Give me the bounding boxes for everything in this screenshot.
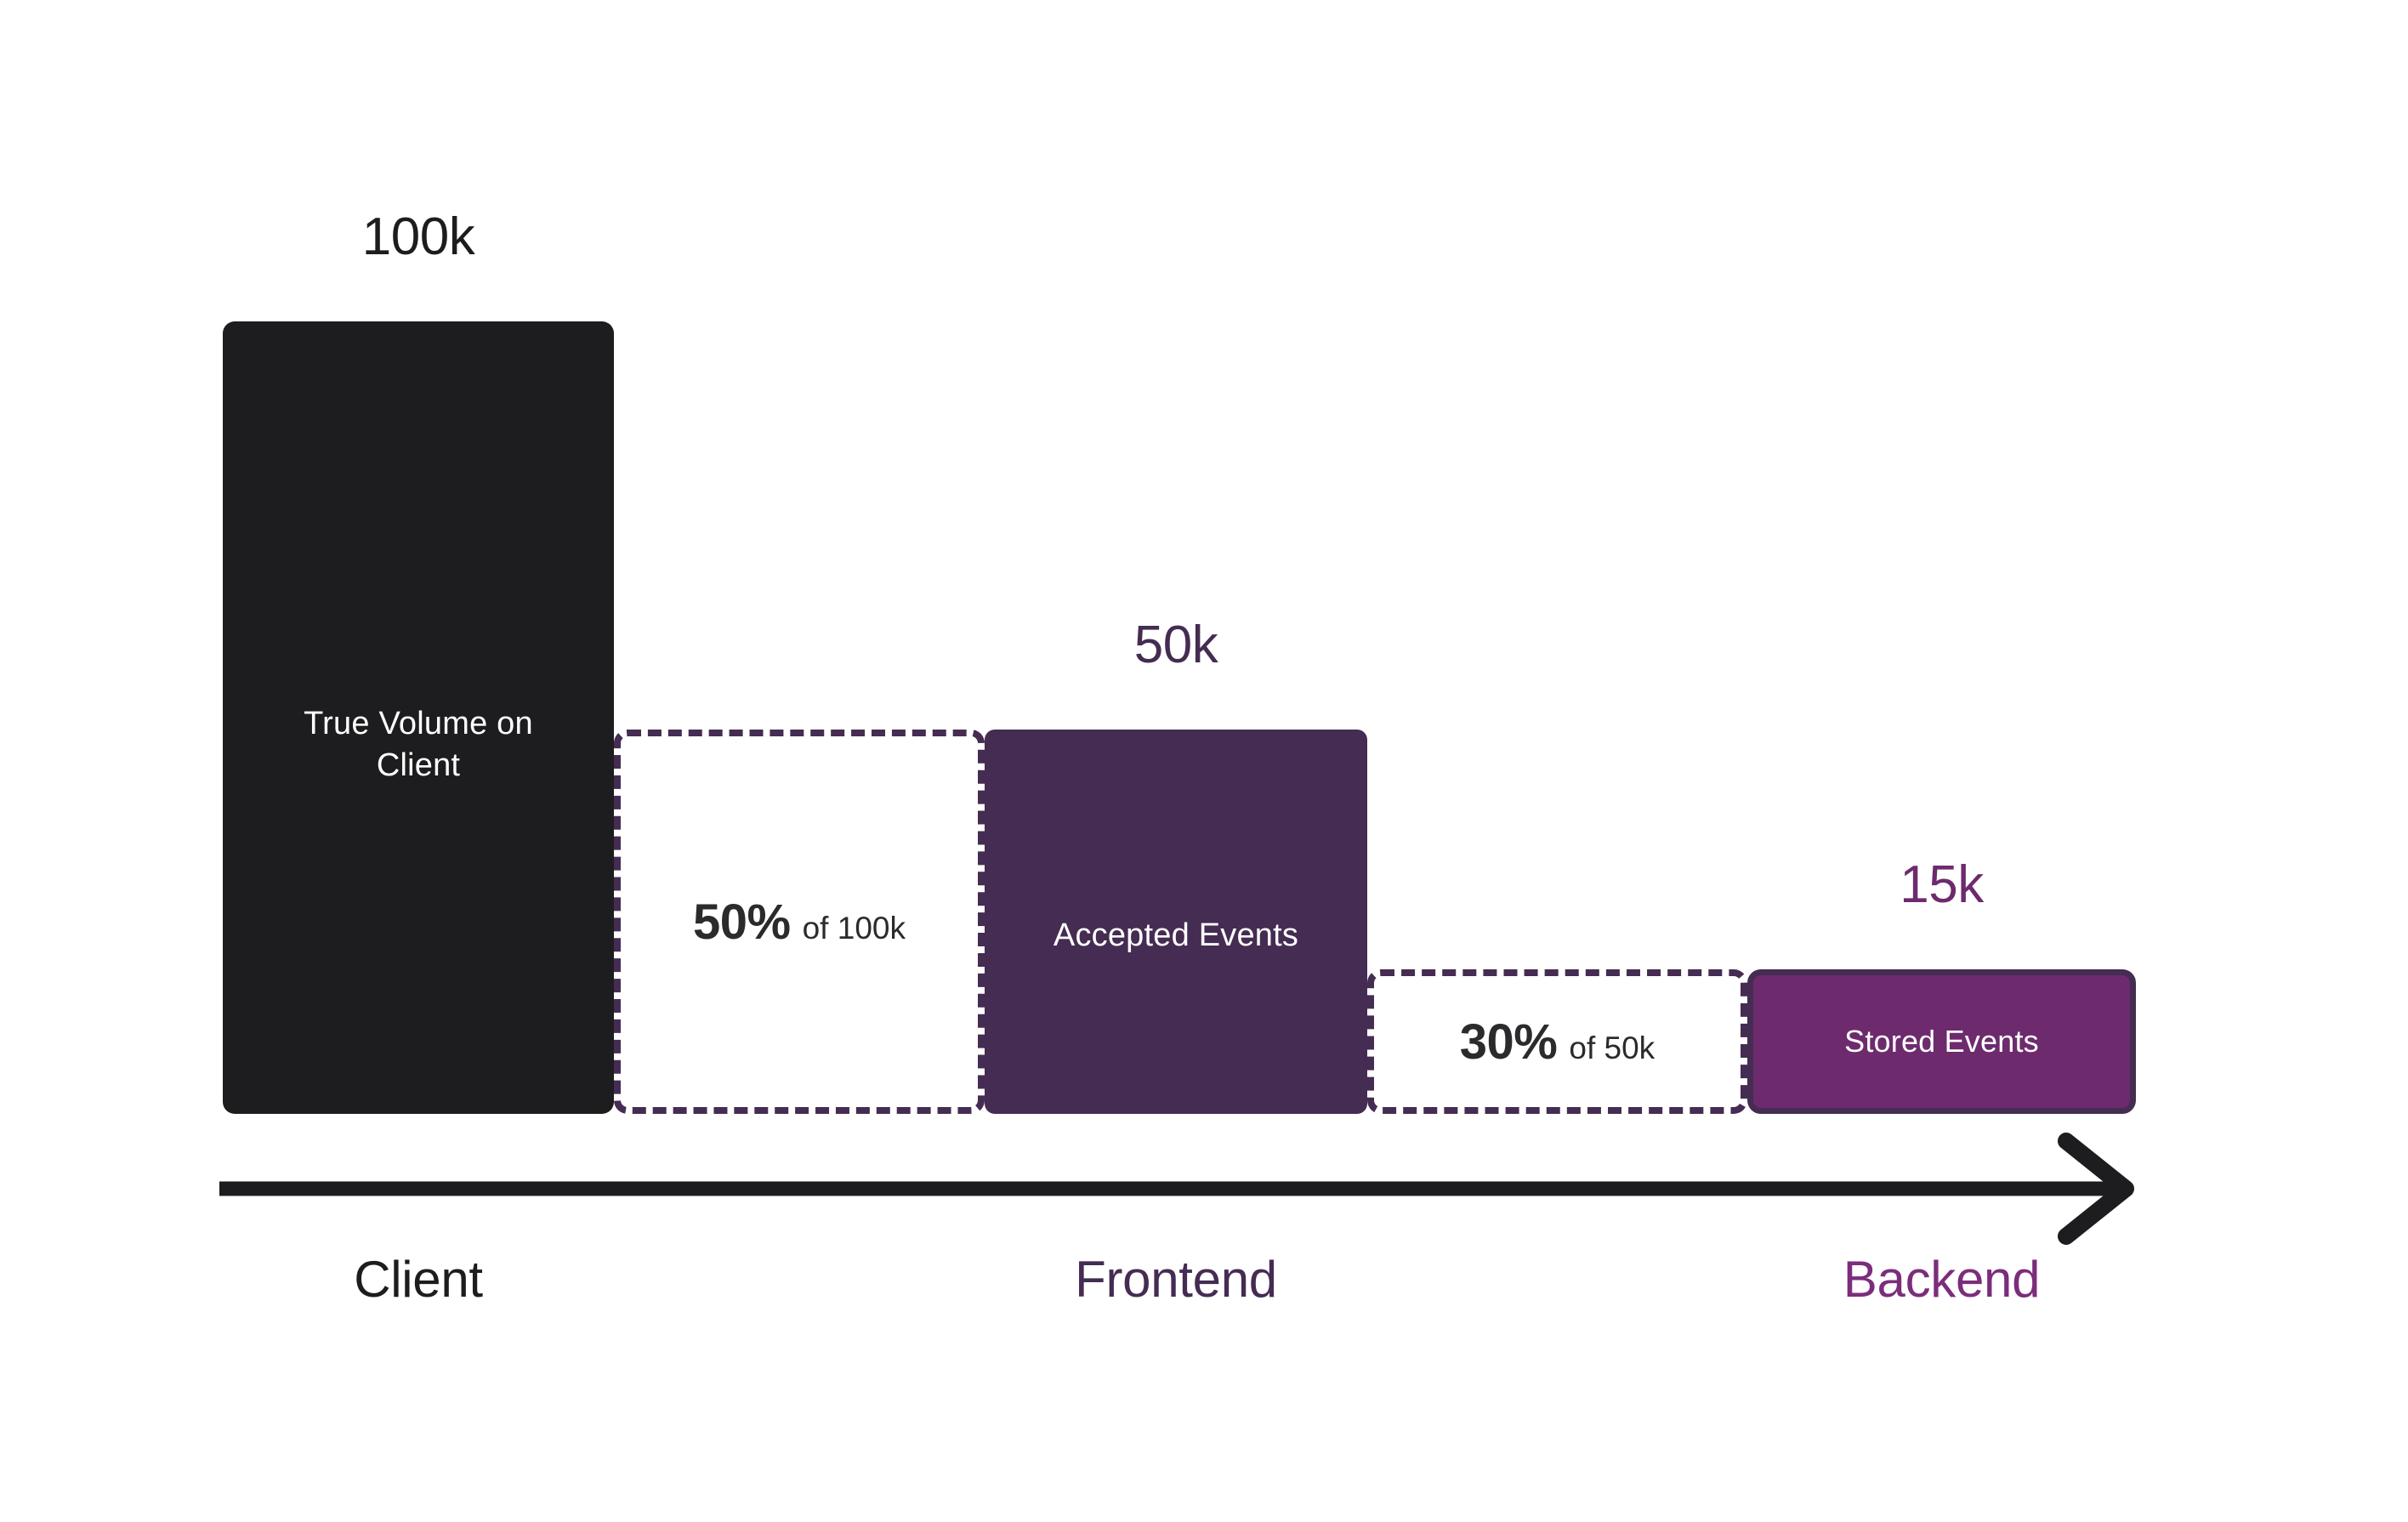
value-label-client: 100k (361, 207, 475, 266)
bar-backend[interactable]: Stored Events (1747, 969, 2136, 1114)
dropoff-base-frontend-to-backend: of 50k (1569, 1030, 1656, 1065)
bar-client-label: True Volume on Client (304, 706, 533, 783)
dropoff-percent-frontend-to-backend: 30% (1459, 1014, 1558, 1070)
arrow-right-icon (2058, 1133, 2134, 1245)
value-label-backend: 15k (1900, 855, 1984, 914)
stage-label-frontend: Frontend (1075, 1251, 1277, 1308)
bar-client[interactable]: True Volume on Client (223, 321, 614, 1114)
dropoff-percent-client-to-frontend: 50% (693, 894, 791, 950)
dropoff-text-client-to-frontend: 50% of 100k (693, 894, 906, 951)
dropoff-box-client-to-frontend: 50% of 100k (614, 730, 985, 1114)
dropoff-text-frontend-to-backend: 30% of 50k (1460, 1014, 1655, 1071)
bar-frontend-label: Accepted Events (1053, 917, 1299, 953)
bar-backend-label: Stored Events (1844, 1023, 2039, 1059)
dropoff-box-frontend-to-backend: 30% of 50k (1367, 969, 1747, 1114)
axis-arrow (213, 1133, 2202, 1245)
stage-label-client: Client (354, 1251, 483, 1308)
stage-label-backend: Backend (1843, 1251, 2041, 1308)
dropoff-base-client-to-frontend: of 100k (802, 910, 906, 946)
bar-frontend[interactable]: Accepted Events (985, 730, 1367, 1114)
value-label-frontend: 50k (1133, 616, 1218, 674)
